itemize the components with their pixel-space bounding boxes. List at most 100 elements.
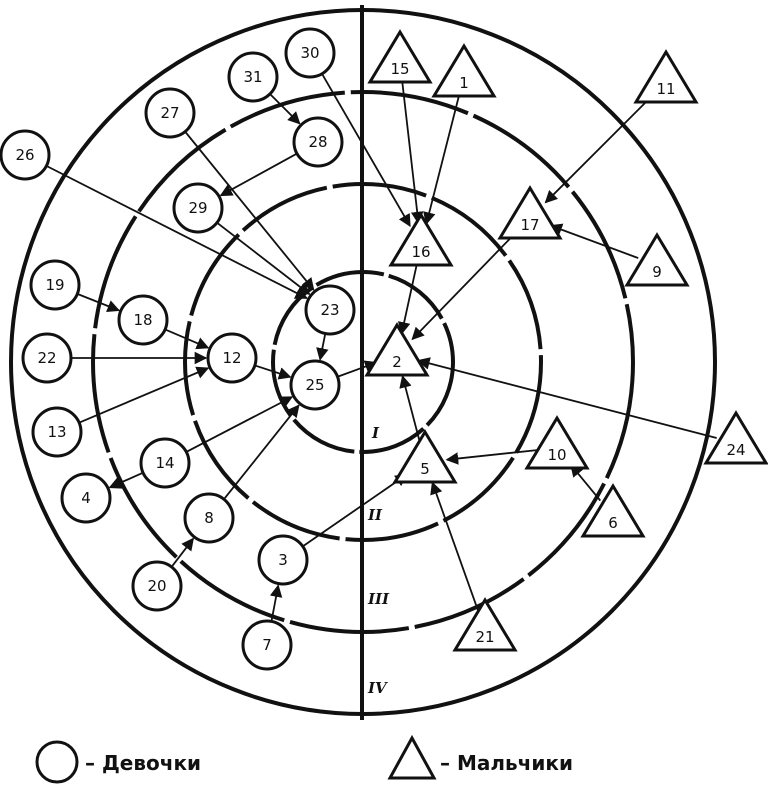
edge-29-to-23 <box>216 221 311 295</box>
node-26: 26 <box>0 129 51 181</box>
node-label: 19 <box>45 276 64 294</box>
girl-circle-icon <box>172 182 224 234</box>
node-19: 19 <box>29 259 81 311</box>
edge-14-to-25 <box>185 396 294 453</box>
node-label: 27 <box>160 104 179 122</box>
boy-triangle-icon <box>580 483 646 538</box>
node-15: 15 <box>367 29 433 84</box>
node-22: 22 <box>21 332 73 384</box>
node-6: 6 <box>580 483 646 538</box>
node-27: 27 <box>144 87 196 139</box>
legend: – Девочки – Мальчики <box>35 734 573 784</box>
edge-20-to-8 <box>170 537 194 568</box>
node-31: 31 <box>227 51 279 103</box>
boy-triangle-icon <box>392 429 458 484</box>
node-label: 9 <box>652 263 662 281</box>
node-label: 17 <box>520 216 539 234</box>
boy-triangle-icon <box>624 232 690 287</box>
node-label: 1 <box>459 74 469 92</box>
edge-14-to-4 <box>108 471 144 489</box>
node-label: 20 <box>147 577 166 595</box>
edge-27-to-23 <box>184 131 315 291</box>
girl-circle-icon <box>60 472 112 524</box>
node-label: 15 <box>390 60 409 78</box>
node-label: 3 <box>278 551 288 569</box>
boy-triangle-icon <box>388 212 454 267</box>
node-29: 29 <box>172 182 224 234</box>
node-label: 30 <box>300 44 319 62</box>
ring-labels: I II III IV <box>367 424 390 697</box>
legend-boys-label: – Мальчики <box>440 751 573 775</box>
edge-6-to-10 <box>570 464 601 502</box>
node-label: 5 <box>420 460 430 478</box>
girl-circle-icon <box>144 87 196 139</box>
girl-circle-icon <box>29 259 81 311</box>
girl-circle-icon <box>284 27 336 79</box>
node-20: 20 <box>131 560 183 612</box>
node-label: 13 <box>47 423 66 441</box>
edge-8-to-25 <box>223 404 300 500</box>
boy-triangle-icon <box>497 185 563 240</box>
girl-circle-icon <box>241 619 293 671</box>
boy-triangle-icon <box>364 322 430 377</box>
node-11: 11 <box>633 49 699 104</box>
node-18: 18 <box>117 294 169 346</box>
edge-26-to-23 <box>45 165 308 300</box>
node-label: 16 <box>411 243 430 261</box>
edge-23-to-25 <box>316 333 329 361</box>
node-8: 8 <box>183 492 235 544</box>
girl-circle-icon <box>304 284 356 336</box>
boy-triangle-icon <box>452 597 518 652</box>
edge-13-to-12 <box>78 366 210 424</box>
girl-circle-icon <box>227 51 279 103</box>
node-12: 12 <box>206 332 258 384</box>
node-label: 10 <box>547 446 566 464</box>
ring-label-2: II <box>367 506 383 524</box>
edge-17-to-2 <box>411 231 517 341</box>
girl-circle-icon <box>183 492 235 544</box>
nodes: 1234567891011121314151617181920212223242… <box>0 27 768 671</box>
ring-label-1: I <box>371 424 380 442</box>
girl-circle-icon <box>31 406 83 458</box>
node-2: 2 <box>364 322 430 377</box>
node-14: 14 <box>139 437 191 489</box>
node-16: 16 <box>388 212 454 267</box>
node-13: 13 <box>31 406 83 458</box>
edge-16-to-2 <box>397 264 418 335</box>
node-label: 7 <box>262 636 272 654</box>
ring-label-3: III <box>367 590 390 608</box>
node-25: 25 <box>289 359 341 411</box>
node-17: 17 <box>497 185 563 240</box>
legend-circle-icon <box>35 740 79 784</box>
node-24: 24 <box>703 410 768 465</box>
edge-10-to-5 <box>445 449 538 465</box>
girl-circle-icon <box>292 116 344 168</box>
node-10: 10 <box>524 415 590 470</box>
girl-circle-icon <box>117 294 169 346</box>
node-label: 22 <box>37 349 56 367</box>
node-label: 2 <box>392 353 402 371</box>
edge-24-to-2 <box>417 357 717 439</box>
girl-circle-icon <box>206 332 258 384</box>
edge-19-to-18 <box>76 293 121 313</box>
ring-label-4: IV <box>367 679 388 697</box>
edge-3-to-5 <box>302 473 408 548</box>
edge-15-to-16 <box>401 81 424 225</box>
node-9: 9 <box>624 232 690 287</box>
node-1: 1 <box>431 43 497 98</box>
girl-circle-icon <box>131 560 183 612</box>
girl-circle-icon <box>0 129 51 181</box>
node-label: 12 <box>222 349 241 367</box>
legend-triangle-icon <box>387 734 437 780</box>
legend-girls-label: – Девочки <box>85 751 201 775</box>
edge-9-to-17 <box>549 223 639 259</box>
node-3: 3 <box>257 534 309 586</box>
node-30: 30 <box>284 27 336 79</box>
boy-triangle-icon <box>367 29 433 84</box>
boy-triangle-icon <box>703 410 768 465</box>
edge-7-to-3 <box>269 584 283 622</box>
node-4: 4 <box>60 472 112 524</box>
boy-triangle-icon <box>633 49 699 104</box>
girl-circle-icon <box>21 332 73 384</box>
